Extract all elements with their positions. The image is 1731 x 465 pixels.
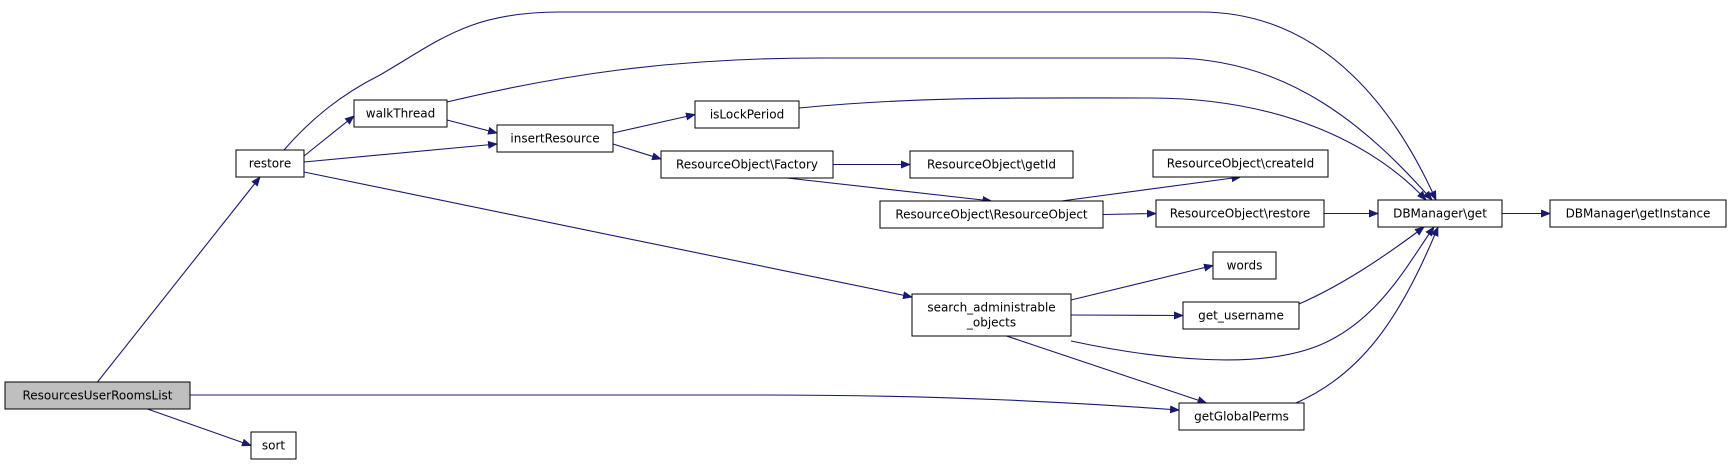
node-box[interactable] xyxy=(1377,199,1503,228)
node-label: ResourceObject\getId xyxy=(927,158,1056,172)
edges xyxy=(97,11,1551,447)
node-box[interactable] xyxy=(1182,301,1300,330)
node-sort[interactable]: sort xyxy=(250,431,297,460)
edge-isLockPeriod-to-DBget xyxy=(798,97,1427,201)
node-box[interactable] xyxy=(496,124,614,153)
node-box[interactable] xyxy=(911,293,1072,337)
edge-insertResource-to-isLockPeriod xyxy=(612,112,696,134)
node-label: ResourcesUserRoomsList xyxy=(22,389,172,403)
edge-get_username-to-DBget xyxy=(1298,226,1425,305)
node-box[interactable] xyxy=(1155,199,1325,228)
node-label: words xyxy=(1227,259,1263,273)
node-walkThread[interactable]: walkThread xyxy=(353,99,448,128)
edge-ResourcesUserRoomsList-to-sort xyxy=(147,408,252,447)
node-label: ResourceObject\restore xyxy=(1170,207,1311,221)
node-box[interactable] xyxy=(1152,149,1329,178)
edge-restore-to-insertResource xyxy=(303,140,498,163)
edge-insertResource-to-FactoryRO xyxy=(612,143,662,161)
node-ResourcesUserRoomsList[interactable]: ResourcesUserRoomsList xyxy=(4,381,191,410)
node-get_username[interactable]: get_username xyxy=(1182,301,1300,330)
node-label: DBManager\get xyxy=(1393,207,1487,221)
node-label: getGlobalPerms xyxy=(1194,410,1289,424)
node-insertResource[interactable]: insertResource xyxy=(496,124,614,153)
node-label: DBManager\getInstance xyxy=(1566,207,1711,221)
node-label: search_administrable_objects xyxy=(927,301,1055,330)
edge-ResourcesUserRoomsList-to-getGlobalPerms xyxy=(190,394,1180,414)
node-box[interactable] xyxy=(4,381,191,410)
node-label: restore xyxy=(249,157,291,171)
node-label: sort xyxy=(262,439,286,453)
edge-ResourceObjectRO-to-restoreRO xyxy=(1102,209,1157,218)
node-box[interactable] xyxy=(660,150,834,179)
node-DBgetInstance[interactable]: DBManager\getInstance xyxy=(1549,199,1727,228)
node-label: isLockPeriod xyxy=(710,108,784,122)
edge-search-to-DBget xyxy=(1070,226,1435,361)
node-FactoryRO[interactable]: ResourceObject\Factory xyxy=(660,150,834,179)
edge-search-to-words xyxy=(1070,263,1214,301)
edge-restore-to-walkThread xyxy=(303,115,355,157)
edge-search-to-get_username xyxy=(1070,311,1184,320)
edge-ResourcesUserRoomsList-to-restore xyxy=(97,176,261,383)
node-label: ResourceObject\ResourceObject xyxy=(895,208,1088,222)
node-words[interactable]: words xyxy=(1212,251,1277,280)
edge-walkThread-to-insertResource xyxy=(446,119,498,135)
edge-search-to-getGlobalPerms xyxy=(1006,335,1208,404)
node-box[interactable] xyxy=(909,150,1074,179)
node-label: get_username xyxy=(1198,309,1284,323)
nodes: ResourcesUserRoomsList restore sort walkThr… xyxy=(4,99,1727,460)
node-label: ResourceObject\Factory xyxy=(676,158,818,172)
node-DBget[interactable]: DBManager\get xyxy=(1377,199,1503,228)
node-box[interactable] xyxy=(1212,251,1277,280)
node-restore[interactable]: restore xyxy=(235,149,305,178)
node-getIdRO[interactable]: ResourceObject\getId xyxy=(909,150,1074,179)
node-box[interactable] xyxy=(694,100,800,129)
edge-walkThread-to-DBget xyxy=(446,57,1433,201)
node-box[interactable] xyxy=(1178,402,1305,431)
edge-ResourceObjectRO-to-createIdRO xyxy=(1061,174,1242,202)
node-getGlobalPerms[interactable]: getGlobalPerms xyxy=(1178,402,1305,431)
node-box[interactable] xyxy=(353,99,448,128)
edge-getGlobalPerms-to-DBget xyxy=(1295,226,1439,404)
node-search[interactable]: search_administrable_objects xyxy=(911,293,1072,337)
node-ResourceObjectRO[interactable]: ResourceObject\ResourceObject xyxy=(879,200,1104,229)
node-box[interactable] xyxy=(879,200,1104,229)
edge-restore-to-DBget xyxy=(283,11,1437,201)
node-restoreRO[interactable]: ResourceObject\restore xyxy=(1155,199,1325,228)
node-isLockPeriod[interactable]: isLockPeriod xyxy=(694,100,800,129)
node-box[interactable] xyxy=(235,149,305,178)
node-box[interactable] xyxy=(250,431,297,460)
node-label: ResourceObject\createId xyxy=(1167,157,1314,171)
edge-restore-to-search xyxy=(303,171,913,300)
node-label: walkThread xyxy=(366,107,435,121)
node-label: insertResource xyxy=(510,132,599,146)
node-box[interactable] xyxy=(1549,199,1727,228)
edge-FactoryRO-to-ResourceObjectRO xyxy=(786,177,993,204)
node-createIdRO[interactable]: ResourceObject\createId xyxy=(1152,149,1329,178)
